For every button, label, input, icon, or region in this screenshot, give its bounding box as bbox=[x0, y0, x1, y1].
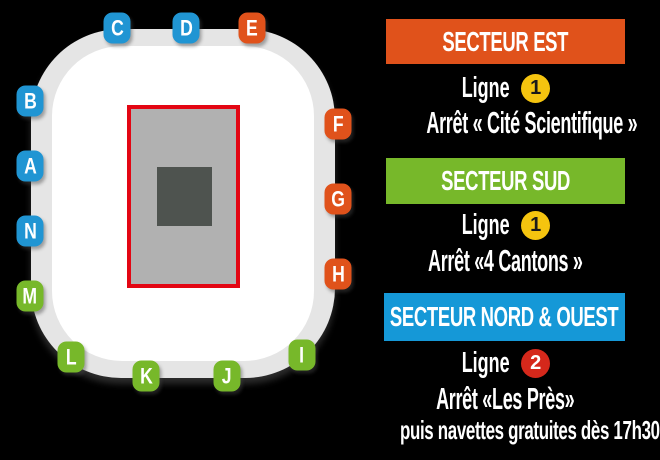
gate-letter: D bbox=[179, 15, 193, 40]
gate-L: L bbox=[57, 341, 85, 373]
pitch-area bbox=[127, 105, 240, 288]
secteur-nord-ouest-stop: Arrêt «Les Près» bbox=[350, 379, 660, 419]
gate-letter: M bbox=[22, 283, 38, 308]
stop-label: Arrêt « Cité Scientifique » bbox=[426, 105, 638, 140]
ligne-label: Ligne bbox=[461, 208, 510, 241]
stop-label: Arrêt «4 Cantons » bbox=[427, 243, 583, 278]
gate-H: H bbox=[324, 258, 352, 290]
secteur-sud-banner: SECTEUR SUD bbox=[386, 158, 625, 204]
gate-letter: H bbox=[331, 261, 345, 286]
secteur-est-stop: Arrêt « Cité Scientifique » bbox=[350, 103, 660, 143]
gate-letter: B bbox=[23, 88, 37, 113]
gate-letter: G bbox=[331, 186, 345, 211]
gate-G: G bbox=[324, 183, 352, 215]
gate-F: F bbox=[324, 108, 352, 140]
secteur-sud-title: SECTEUR SUD bbox=[441, 165, 570, 196]
gate-letter: A bbox=[23, 153, 37, 178]
shuttle-note-text: puis navettes gratuites dès 17h30 bbox=[399, 415, 660, 445]
gate-E: E bbox=[238, 12, 266, 44]
gate-letter: C bbox=[110, 15, 124, 40]
secteur-est-line-row: Ligne 1 bbox=[360, 72, 650, 104]
ligne-label: Ligne bbox=[461, 71, 510, 104]
line-number-badge: 1 bbox=[521, 73, 551, 103]
gate-letter: K bbox=[139, 363, 153, 388]
gate-letter: I bbox=[299, 342, 305, 367]
gate-I: I bbox=[288, 339, 316, 371]
line-number-badge: 1 bbox=[521, 210, 551, 240]
gate-C: C bbox=[103, 12, 131, 44]
secteur-est-banner: SECTEUR EST bbox=[386, 19, 625, 64]
secteur-est-title: SECTEUR EST bbox=[442, 25, 569, 57]
ligne-label: Ligne bbox=[461, 346, 510, 379]
gate-A: A bbox=[16, 150, 44, 182]
secteur-nord-ouest-banner: SECTEUR NORD & OUEST bbox=[384, 293, 625, 341]
secteur-nord-ouest-title: SECTEUR NORD & OUEST bbox=[390, 301, 619, 332]
gate-letter: N bbox=[23, 218, 37, 243]
gate-letter: L bbox=[65, 344, 77, 369]
gate-letter: E bbox=[246, 15, 258, 40]
gate-letter: F bbox=[332, 111, 344, 136]
gate-N: N bbox=[16, 215, 44, 247]
stop-label: Arrêt «Les Près» bbox=[435, 381, 575, 416]
secteur-sud-line-row: Ligne 1 bbox=[360, 209, 650, 241]
gate-K: K bbox=[132, 360, 160, 392]
stadium-map: C D E B A N M F G H L K J I bbox=[16, 12, 352, 392]
secteur-nord-ouest-line-row: Ligne 2 bbox=[360, 347, 650, 379]
pitch-center-block bbox=[157, 167, 212, 226]
gate-J: J bbox=[213, 360, 241, 392]
shuttle-note: puis navettes gratuites dès 17h30 bbox=[330, 414, 660, 446]
gate-B: B bbox=[16, 85, 44, 117]
gate-M: M bbox=[16, 280, 44, 312]
line-number-badge: 2 bbox=[521, 348, 551, 378]
gate-letter: J bbox=[222, 363, 232, 388]
gate-D: D bbox=[172, 12, 200, 44]
secteur-sud-stop: Arrêt «4 Cantons » bbox=[350, 241, 660, 281]
